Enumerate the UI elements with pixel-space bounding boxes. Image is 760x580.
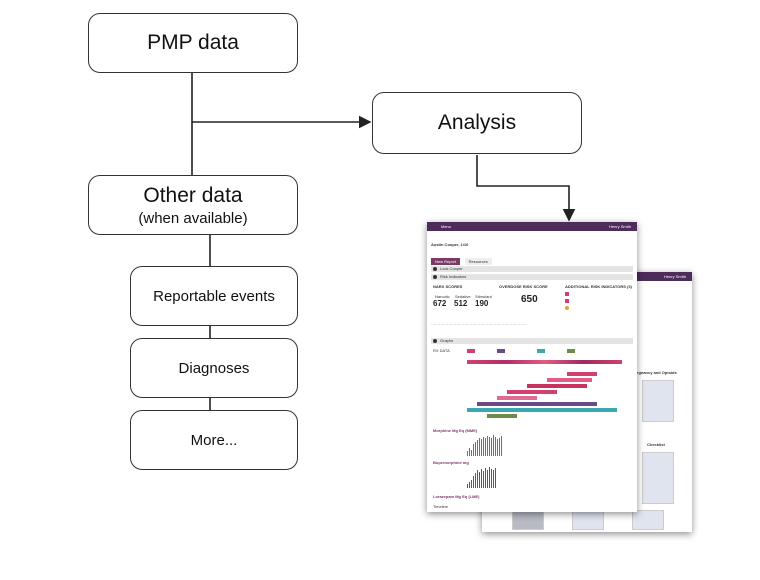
report-tab-resources: Resources [464,258,492,265]
report-section-risk-label: Risk Indicators [440,274,467,279]
pmp-data-label: PMP data [147,31,239,54]
report-front-header: Menu Henry Smith [427,222,637,231]
sedative-score: 512 [454,299,468,308]
report-menu-label: Menu [441,224,452,229]
report-tabs: New Report Resources [431,250,492,268]
diagnoses-label: Diagnoses [178,359,250,377]
additional-risk-label: ADDITIONAL RISK INDICATORS (3) [565,284,632,289]
buprenorphine-bars [467,466,496,488]
pmp-data-node: PMP data [88,13,298,73]
legend-buprenorphine-swatch [567,349,575,353]
report-user-label: Henry Smith [608,224,631,229]
timeline-row-6 [477,402,597,406]
timeline-row-8 [487,414,517,418]
report-section-graphs: Graphs [431,338,633,344]
more-label: More... [190,431,238,449]
analysis-label: Analysis [437,111,517,134]
timeline-row-2 [547,378,592,382]
risk-indicator-2 [565,299,569,303]
report-back-thumbnail-2 [642,452,674,504]
timeline-row-5 [497,396,537,400]
legend-narcotic-swatch [467,349,475,353]
reportable-events-node: Reportable events [130,266,298,326]
diagnoses-node: Diagnoses [130,338,298,398]
morphine-chart-label: Morphine Mg Eq (MME) [433,428,478,433]
report-back-thumbnail-5 [632,510,664,530]
legend-stimulant-swatch [537,349,545,353]
stimulant-score: 190 [475,299,489,308]
timeline-row-1 [567,372,597,376]
sedative-label: Sedative [455,294,471,299]
report-section-risk: Risk Indicators [431,274,633,280]
risk-indicator-1 [565,292,569,296]
timeline-all-strip [467,360,622,364]
lorazepam-chart-label: Lorazepam Mg Eq (LME) [433,494,480,499]
report-section-dot [433,339,437,343]
narcotic-score: 672 [433,299,447,308]
timeline-row-4 [507,390,557,394]
report-patient-name: Austin Cooper, 1/10 [431,242,469,247]
report-back-pregnancy-label: Pregnancy and Opioids [632,370,677,375]
timeline-label: Timeline [433,504,448,509]
report-back-thumbnail-3 [512,510,544,530]
morphine-bars [467,434,502,456]
report-thumbnail-front: Menu Henry Smith Austin Cooper, 1/10 New… [427,222,637,512]
legend-sedative-swatch [497,349,505,353]
analysis-node: Analysis [372,92,582,154]
other-data-note: (when available) [138,209,248,227]
reportable-events-label: Reportable events [153,287,275,305]
report-section-patient-label: Lock Cooper [440,266,463,271]
report-section-dot [433,275,437,279]
report-back-thumbnail-1 [642,380,674,422]
stimulant-label: Stimulant [475,294,492,299]
report-disclaimer-line: ········································… [431,322,527,327]
narcotic-label: Narcotic [435,294,450,299]
report-section-graphs-label: Graphs [440,338,454,343]
buprenorphine-chart-label: Buprenorphine mg [433,460,469,465]
report-back-thumbnail-4 [572,510,604,530]
rx-data-label: RX DATA [433,348,450,353]
timeline-row-7 [467,408,617,412]
timeline-row-3 [527,384,587,388]
report-tab-new-report: New Report [431,258,461,265]
analysis-to-report-arrow [476,155,576,222]
report-section-dot [433,267,437,271]
report-section-patient: Lock Cooper [431,266,633,272]
report-back-checklist-label: Checklist [647,442,665,447]
other-data-label: Other data [143,183,243,207]
more-node: More... [130,410,298,470]
report-back-user: Henry Smith [663,274,686,279]
overdose-score: 650 [521,294,538,305]
narx-scores-label: NARX SCORES [433,284,463,289]
risk-indicator-3 [565,306,569,310]
other-data-node: Other data (when available) [88,175,298,235]
overdose-risk-label: OVERDOSE RISK SCORE [499,284,548,289]
